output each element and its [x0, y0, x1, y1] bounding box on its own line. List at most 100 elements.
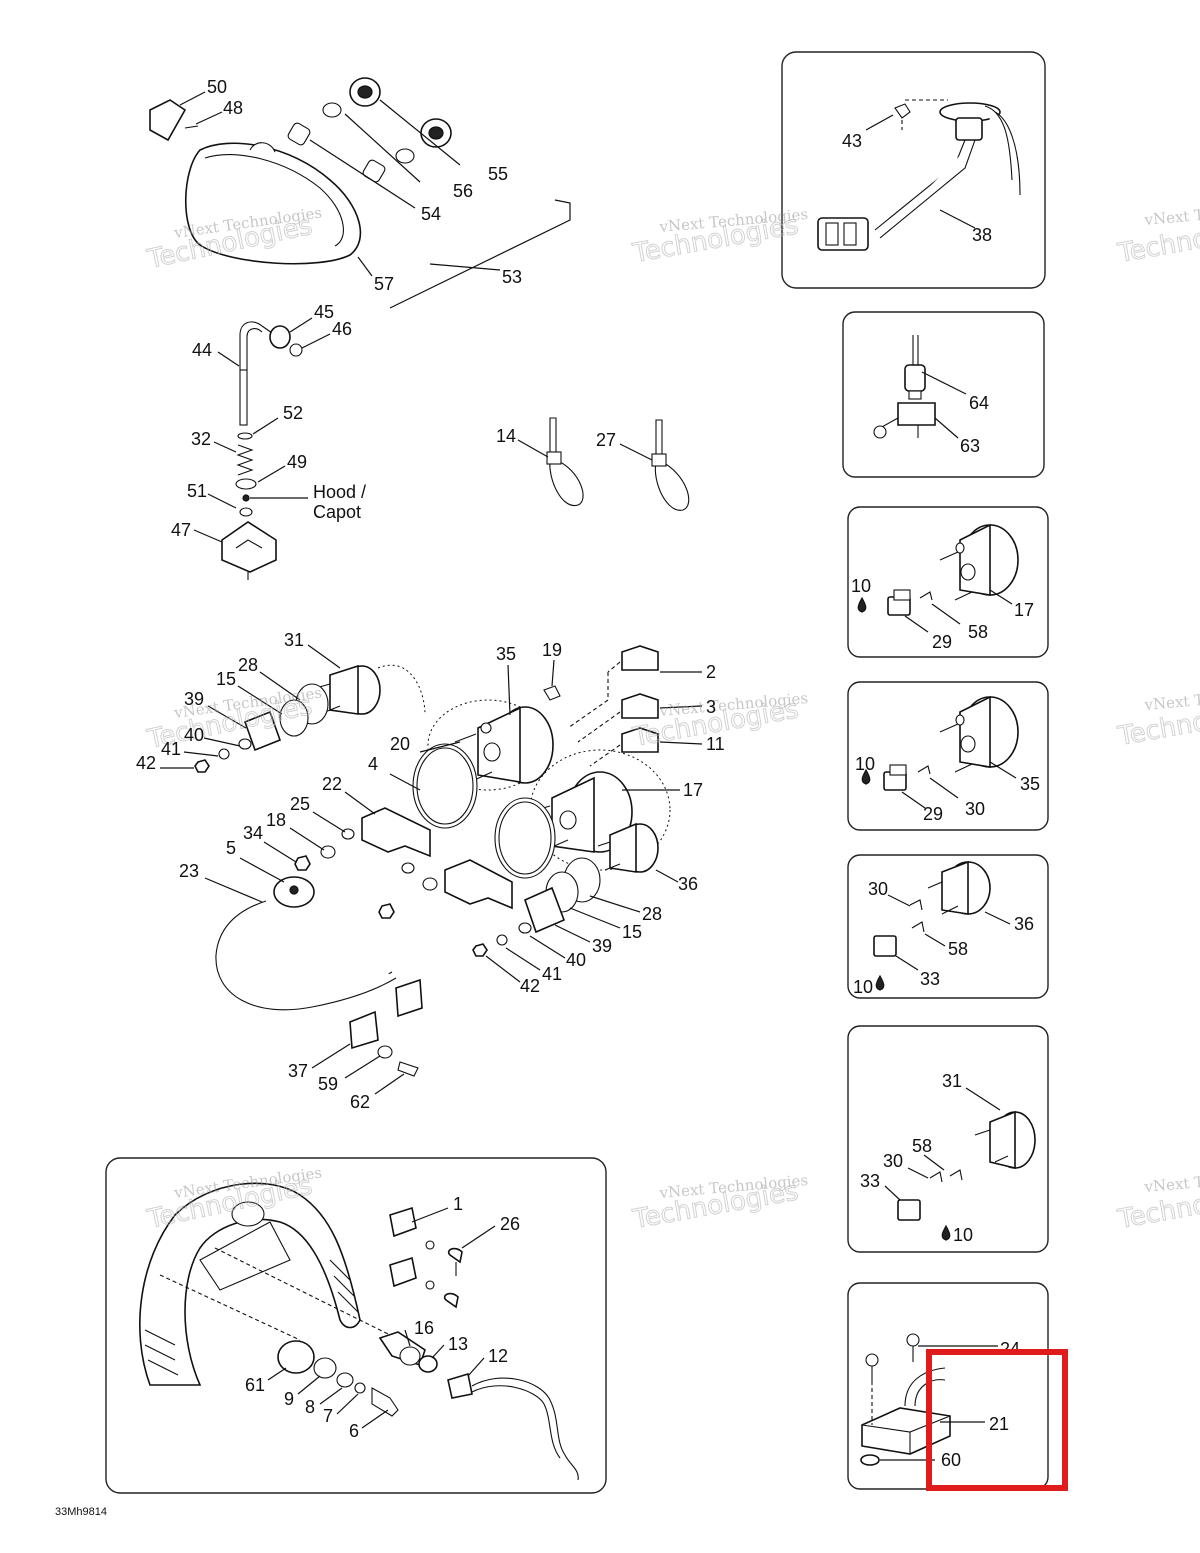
part-number: 55	[488, 164, 508, 184]
part-number: 58	[948, 939, 968, 959]
part-number: 54	[421, 204, 441, 224]
part-number: 37	[288, 1061, 308, 1081]
watermark-text: vNext Technologies	[1143, 198, 1200, 229]
part-number: 30	[868, 879, 888, 899]
part-number: 45	[314, 302, 334, 322]
part-number: 12	[488, 1346, 508, 1366]
part-number: 35	[496, 644, 516, 664]
part-number: 30	[883, 1151, 903, 1171]
part-number: 57	[374, 274, 394, 294]
hood-label-line2: Capot	[313, 502, 361, 522]
highlight-box	[926, 1349, 1068, 1491]
part-number: 10	[853, 977, 873, 997]
part-number: 10	[851, 576, 871, 596]
part-number: 31	[942, 1071, 962, 1091]
part-number: 39	[184, 689, 204, 709]
part-number: 48	[223, 98, 243, 118]
part-number: 58	[968, 622, 988, 642]
part-number: 28	[238, 655, 258, 675]
part-number: 4	[368, 754, 378, 774]
part-number: 61	[245, 1375, 265, 1395]
part-number: 33	[920, 969, 940, 989]
part-number: 25	[290, 794, 310, 814]
panel-gauge-35	[847, 681, 1049, 831]
part-number: 26	[500, 1214, 520, 1234]
part-number: 20	[390, 734, 410, 754]
valve	[873, 335, 936, 439]
part-number: 64	[969, 393, 989, 413]
part-number: 31	[284, 630, 304, 650]
part-number: 29	[932, 632, 952, 652]
part-number: 2	[706, 662, 716, 682]
panel-valve	[842, 311, 1045, 478]
part-number: 58	[912, 1136, 932, 1156]
panel-gauge-17	[847, 506, 1049, 658]
part-number: 50	[207, 77, 227, 97]
part-number: 52	[283, 403, 303, 423]
part-number: 40	[566, 950, 586, 970]
part-number: 60	[941, 1450, 961, 1470]
headlight-assembly	[149, 77, 571, 309]
hood-assembly	[139, 1182, 579, 1481]
part-number: 35	[1020, 774, 1040, 794]
gauge-35-detail	[861, 695, 1019, 791]
part-number: 6	[349, 1421, 359, 1441]
part-number: 38	[972, 225, 992, 245]
part-number: 29	[923, 804, 943, 824]
gauge-cluster	[194, 645, 671, 1077]
part-number: 42	[136, 753, 156, 773]
hood-rod	[221, 321, 303, 580]
part-number: 13	[448, 1334, 468, 1354]
part-number: 16	[414, 1318, 434, 1338]
part-number: 17	[1014, 600, 1034, 620]
part-number: 7	[323, 1406, 333, 1426]
part-number: 53	[502, 267, 522, 287]
part-number: 23	[179, 861, 199, 881]
part-number: 22	[322, 774, 342, 794]
panel-gauge-36	[847, 854, 1049, 999]
part-number: 15	[622, 922, 642, 942]
fuel-sender	[817, 99, 1021, 251]
panel-hood-assembly	[105, 1157, 607, 1494]
hood-label-line1: Hood /	[313, 482, 366, 502]
part-number: 14	[496, 426, 516, 446]
part-number: 42	[520, 976, 540, 996]
part-number: 36	[1014, 914, 1034, 934]
part-number: 32	[191, 429, 211, 449]
gauge-31-detail	[897, 1110, 1036, 1241]
part-number: 44	[192, 340, 212, 360]
part-number: 10	[855, 754, 875, 774]
part-number: 63	[960, 436, 980, 456]
part-number: 56	[453, 181, 473, 201]
panel-fuel-sender	[781, 51, 1046, 289]
part-number: 33	[860, 1171, 880, 1191]
cable-ties	[546, 417, 690, 511]
part-number: 62	[350, 1092, 370, 1112]
part-number: 46	[332, 319, 352, 339]
part-number: 27	[596, 430, 616, 450]
part-number: 3	[706, 697, 716, 717]
part-number: 30	[965, 799, 985, 819]
panel-gauge-31	[847, 1025, 1049, 1253]
part-number: 41	[161, 739, 181, 759]
part-number: 9	[284, 1389, 294, 1409]
part-number: 18	[266, 810, 286, 830]
part-number: 36	[678, 874, 698, 894]
part-labels: 50 48 55 56 54 57 53 43 38 45 46 44 52 3…	[136, 77, 1040, 1470]
part-number: 39	[592, 936, 612, 956]
part-number: 21	[989, 1414, 1009, 1434]
part-number: 34	[243, 823, 263, 843]
gauge-17-detail	[857, 523, 1019, 616]
part-number: 5	[226, 838, 236, 858]
part-number: 15	[216, 669, 236, 689]
part-number: 49	[287, 452, 307, 472]
part-number: 59	[318, 1074, 338, 1094]
part-number: 41	[542, 964, 562, 984]
part-number: 10	[953, 1225, 973, 1245]
diagram-code: 33Mh9814	[55, 1506, 107, 1518]
gauge-36-detail	[873, 860, 991, 991]
part-number: 1	[453, 1194, 463, 1214]
part-number: 47	[171, 520, 191, 540]
part-number: 40	[184, 725, 204, 745]
part-number: 17	[683, 780, 703, 800]
